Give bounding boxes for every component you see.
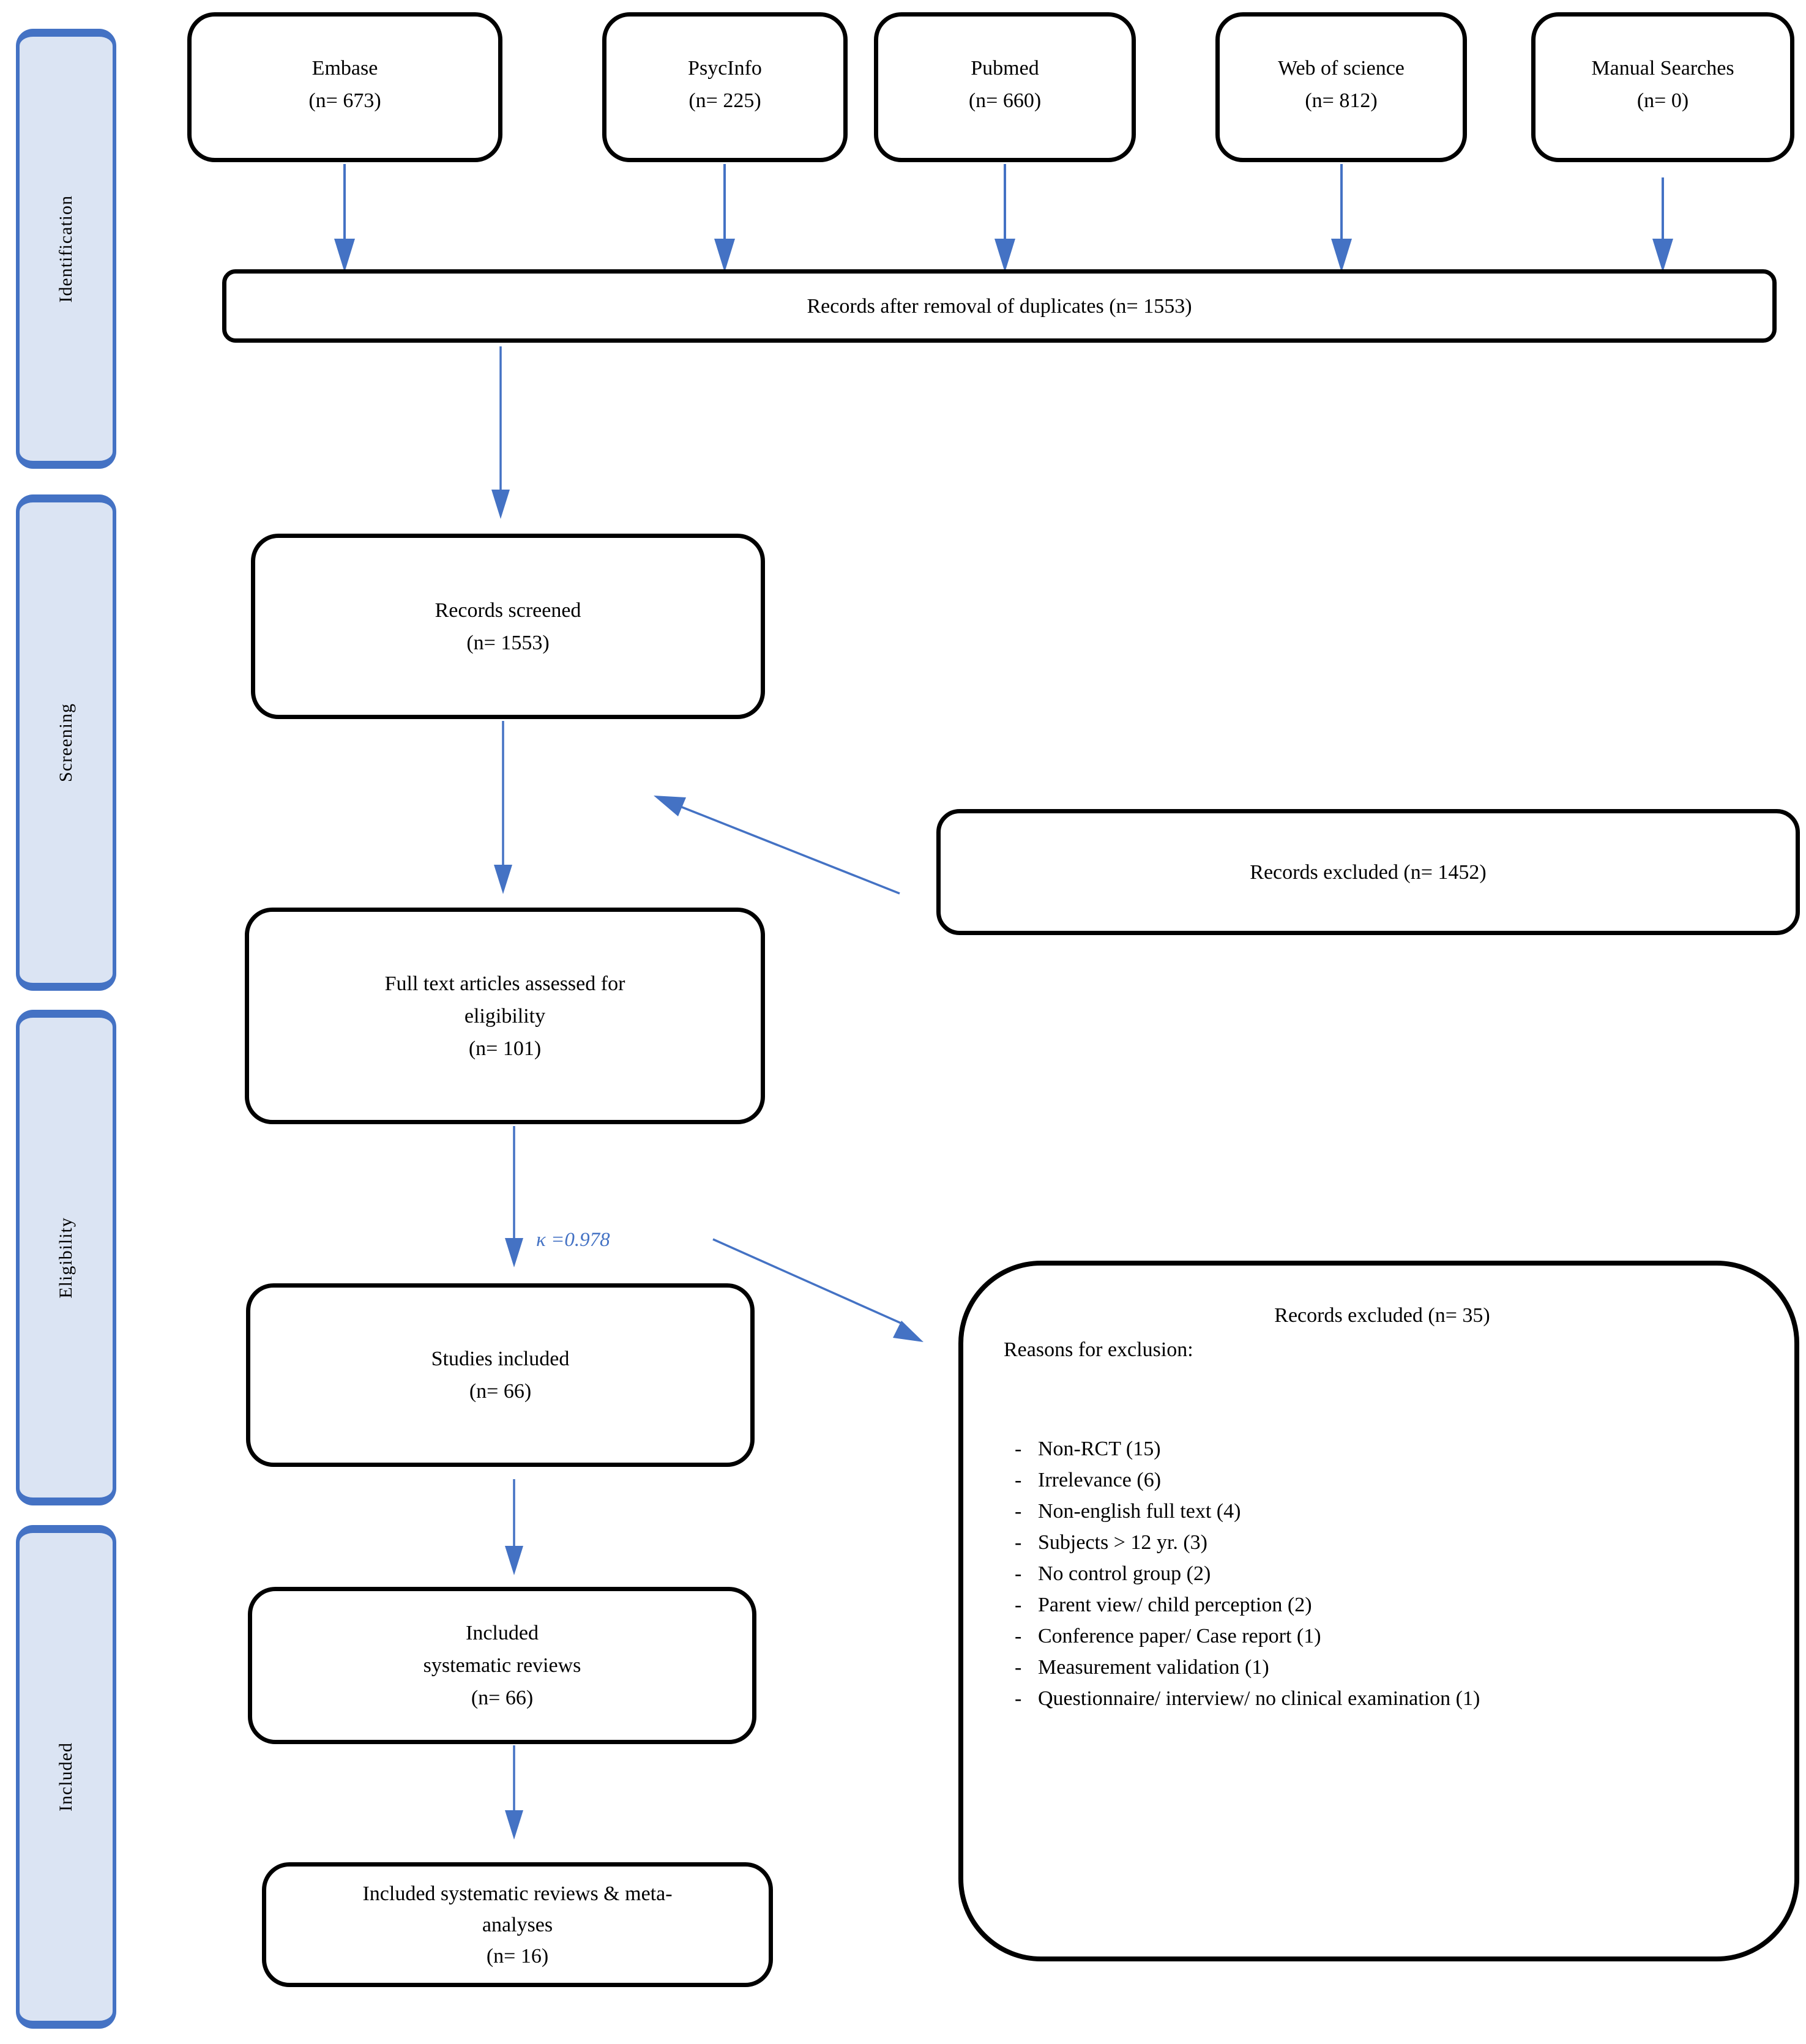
records-screened-label: Records screened (435, 599, 581, 622)
full-text-label-1: Full text articles assessed for (384, 972, 625, 995)
exclusion-reason-item: Questionnaire/ interview/ no clinical ex… (1011, 1683, 1761, 1714)
source-box-manual-searches: Manual Searches (n= 0) (1531, 12, 1794, 162)
included-reviews-count: (n= 66) (471, 1687, 534, 1709)
arrow-fulltext-to-studies (505, 1126, 523, 1267)
stage-screening: Screening (16, 494, 116, 991)
exclusion-reason-item: Subjects > 12 yr. (3) (1011, 1527, 1761, 1558)
stage-included-label: Included (56, 1742, 76, 1811)
duplicates-removed-bar: Records after removal of duplicates (n= … (222, 269, 1777, 343)
stage-identification-label: Identification (56, 195, 76, 303)
included-reviews-box: Included systematic reviews (n= 66) (248, 1587, 756, 1744)
arrow-reviews-to-meta (505, 1745, 523, 1840)
arrow-studies-to-reviews (505, 1479, 523, 1575)
source-manual-name: Manual Searches (1591, 57, 1734, 80)
studies-included-label: Studies included (431, 1348, 570, 1370)
arrow-embase-to-duplicates (334, 164, 355, 272)
stage-screening-label: Screening (56, 703, 76, 782)
records-excluded-screening-label: Records excluded (n= 1452) (1250, 860, 1487, 884)
source-box-psycinfo: PsycInfo (n= 225) (602, 12, 848, 162)
source-box-embase: Embase (n= 673) (187, 12, 502, 162)
exclusion-reason-item: Measurement validation (1) (1011, 1652, 1761, 1683)
arrow-pubmed-to-duplicates (994, 164, 1015, 272)
studies-included-box: Studies included (n= 66) (246, 1283, 755, 1467)
source-psycinfo-count: (n= 225) (688, 89, 761, 112)
stage-eligibility: Eligibility (16, 1010, 116, 1505)
duplicates-removed-label: Records after removal of duplicates (n= … (807, 294, 1192, 318)
full-text-assessed-box: Full text articles assessed for eligibil… (245, 908, 765, 1124)
records-excluded-screening-box: Records excluded (n= 1452) (936, 809, 1800, 935)
source-box-pubmed: Pubmed (n= 660) (874, 12, 1136, 162)
source-embase-name: Embase (312, 57, 378, 80)
arrow-manual-to-duplicates (1652, 177, 1673, 272)
source-pubmed-count: (n= 660) (968, 89, 1042, 112)
source-psycinfo-name: PsycInfo (688, 57, 762, 80)
studies-included-count: (n= 66) (469, 1380, 532, 1403)
arrow-psycinfo-to-duplicates (714, 164, 735, 272)
exclusion-reasons-title: Records excluded (n= 35) (1274, 1304, 1490, 1327)
exclusion-reason-item: Conference paper/ Case report (1) (1011, 1621, 1761, 1652)
source-webofscience-count: (n= 812) (1305, 89, 1378, 112)
exclusion-reason-item: Irrelevance (6) (1011, 1464, 1761, 1496)
exclusion-reasons-box: Records excluded (n= 35) Reasons for exc… (958, 1261, 1799, 1961)
exclusion-reasons-list: Non-RCT (15) Irrelevance (6) Non-english… (1004, 1433, 1761, 1714)
arrow-screened-to-fulltext (494, 721, 512, 894)
arrow-duplicates-to-screened (491, 346, 510, 519)
included-meta-label-1: Included systematic reviews & meta- (362, 1882, 673, 1905)
stage-identification: Identification (16, 29, 116, 469)
stage-included: Included (16, 1525, 116, 2029)
exclusion-reason-item: Non-RCT (15) (1011, 1433, 1761, 1464)
source-manual-count: (n= 0) (1636, 89, 1689, 112)
records-screened-box: Records screened (n= 1553) (251, 534, 765, 719)
arrow-fulltext-to-exclusion-box (712, 1238, 924, 1342)
exclusion-reason-item: Parent view/ child perception (2) (1011, 1589, 1761, 1621)
source-box-webofscience: Web of science (n= 812) (1215, 12, 1467, 162)
full-text-label-2: eligibility (464, 1004, 546, 1028)
source-embase-count: (n= 673) (308, 89, 381, 112)
arrow-excluded-to-screening-flow (654, 796, 900, 895)
included-reviews-label-2: systematic reviews (423, 1654, 581, 1677)
arrow-webofscience-to-duplicates (1331, 164, 1352, 272)
included-meta-analyses-box: Included systematic reviews & meta- anal… (262, 1862, 773, 1987)
included-reviews-label-1: Included (466, 1622, 539, 1644)
exclusion-reason-item: Non-english full text (4) (1011, 1496, 1761, 1527)
source-webofscience-name: Web of science (1278, 57, 1405, 80)
exclusion-reasons-subtitle: Reasons for exclusion: (1004, 1338, 1193, 1361)
included-meta-count: (n= 16) (486, 1944, 549, 1968)
source-pubmed-name: Pubmed (971, 57, 1039, 80)
exclusion-reason-item: No control group (2) (1011, 1558, 1761, 1589)
records-screened-count: (n= 1553) (466, 631, 550, 654)
full-text-count: (n= 101) (468, 1037, 542, 1060)
kappa-annotation: κ =0.978 (536, 1229, 610, 1251)
included-meta-label-2: analyses (482, 1913, 553, 1936)
stage-eligibility-label: Eligibility (56, 1217, 76, 1299)
